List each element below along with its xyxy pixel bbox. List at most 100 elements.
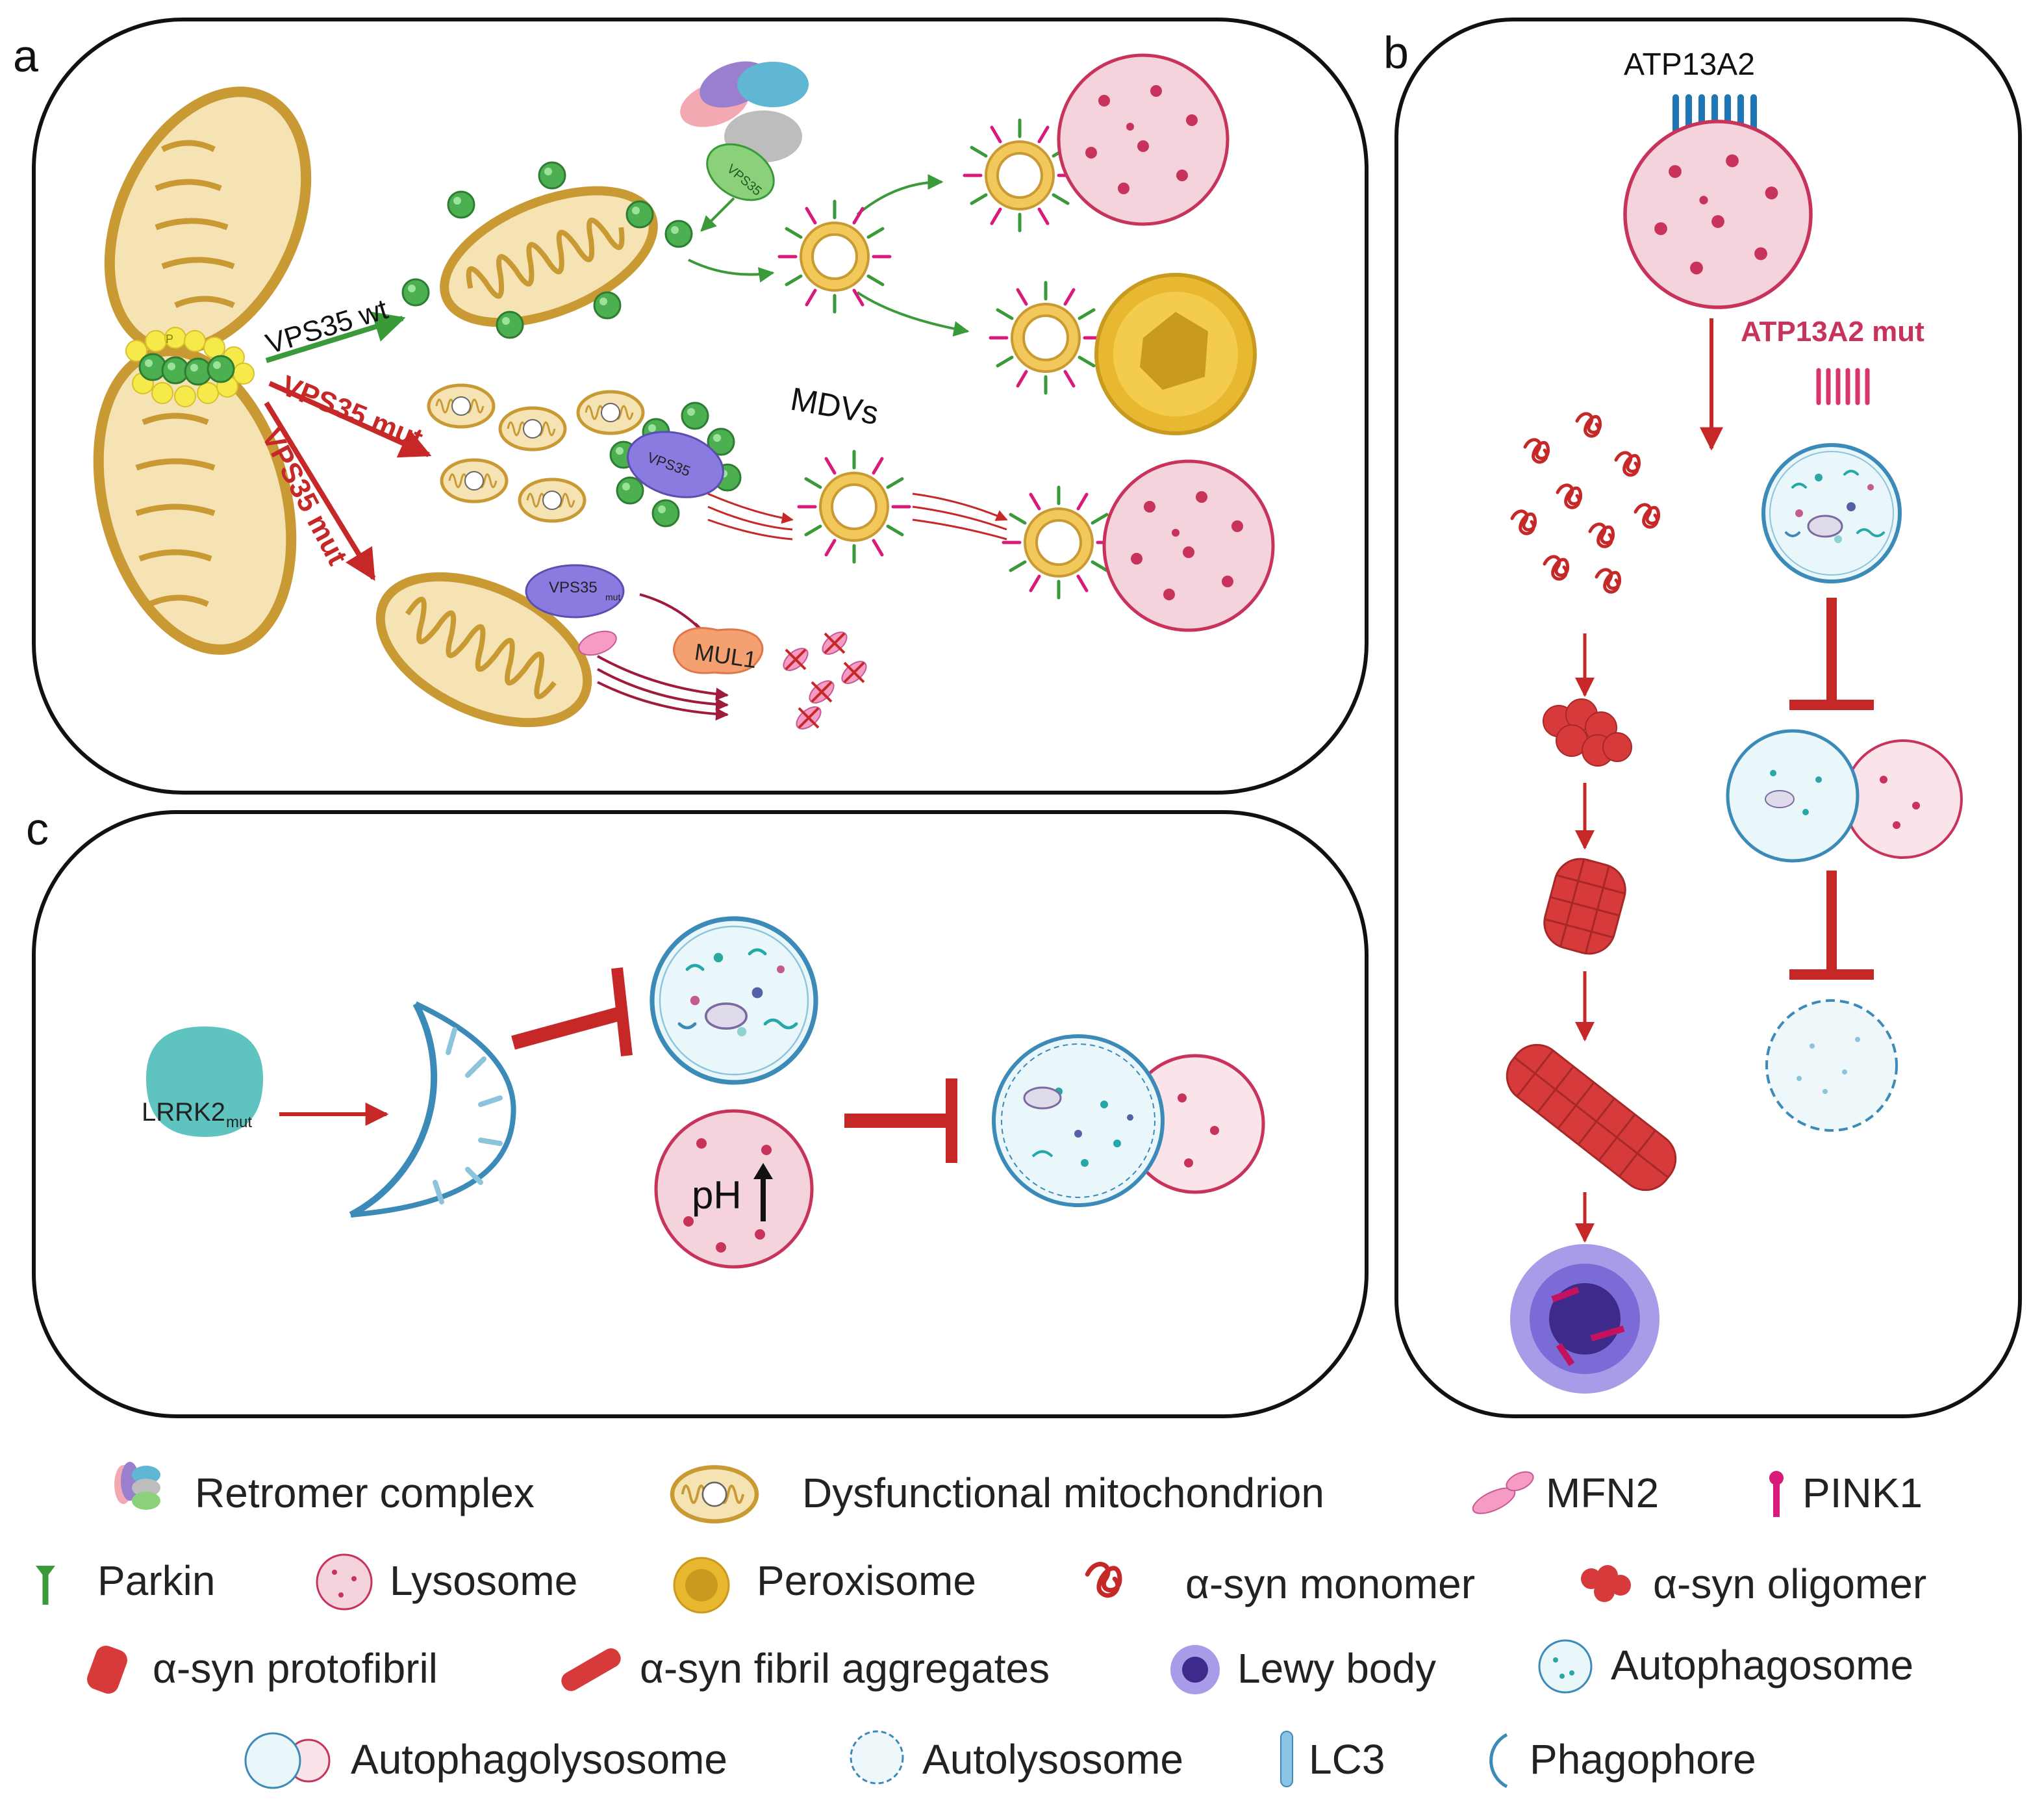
legend-retromer: Retromer complex [114, 1462, 535, 1516]
panel-b: b ATP13A2 ATP13A2 mut [1383, 18, 2022, 1418]
legend-label: LC3 [1309, 1736, 1385, 1783]
retromer-icon [114, 1462, 160, 1510]
legend-peroxisome: Peroxisome [673, 1557, 976, 1614]
inhibit-c1 [511, 967, 633, 1056]
arrow-mdv-to-lyso [856, 174, 944, 216]
vps35-mut-mul1: VPS35 mut [525, 564, 625, 618]
peroxisome-icon [673, 1557, 730, 1614]
autolysosome-b [1765, 999, 1898, 1132]
panel-c: c LRRK2 mut pH [26, 804, 1369, 1418]
legend-label: Lewy body [1237, 1645, 1436, 1692]
asyn-fibril [1506, 1043, 1677, 1192]
dysfunctional-mito-icon [672, 1467, 757, 1521]
mfn2-icon [1472, 1471, 1534, 1514]
legend: Retromer complex Dysfunctional mitochond… [36, 1462, 1926, 1789]
inhibit-c2 [844, 1078, 957, 1163]
legend-label: Peroxisome [757, 1557, 976, 1604]
panel-a-letter: a [13, 31, 38, 81]
ph-label: pH [692, 1173, 742, 1217]
parkin-icon [36, 1566, 55, 1605]
retromer-complex: VPS35 [680, 61, 809, 201]
legend-label: Autophagosome [1611, 1642, 1913, 1689]
arrows-to-mdv-mut [707, 492, 794, 541]
legend-dysfunctional-mito: Dysfunctional mitochondrion [672, 1467, 1324, 1521]
atp13a2-mut-transporter [1816, 368, 1870, 405]
asyn-oligomer [1543, 698, 1632, 767]
legend-label: α-syn protofibril [153, 1645, 438, 1692]
legend-autophagolysosome: Autophagolysosome [244, 1732, 727, 1789]
lysosome-top [1059, 55, 1228, 224]
atp13a2-mut-label: ATP13A2 mut [1741, 316, 1924, 348]
legend-autolysosome: Autolysosome [850, 1730, 1183, 1785]
lysosome-b [1625, 121, 1811, 307]
arrow-retromer-to-mito [700, 197, 735, 232]
legend-label: Phagophore [1530, 1736, 1756, 1783]
asyn-monomer-icon [1087, 1564, 1120, 1596]
legend-label: MFN2 [1546, 1470, 1659, 1516]
peroxisome [1094, 273, 1257, 435]
lewy-body [1510, 1244, 1659, 1394]
lrrk2-sub: mut [226, 1114, 252, 1131]
parent-mitochondrion: P [93, 86, 312, 655]
legend-asyn-fibril: α-syn fibril aggregates [561, 1645, 1050, 1692]
arrow-vps35-mut-2 [264, 401, 376, 581]
arrow-mdv-to-perox [856, 291, 970, 337]
inhibit-1 [1789, 598, 1874, 710]
lysosome-ph: pH [654, 1109, 814, 1269]
legend-phagophore: Phagophore [1489, 1733, 1756, 1789]
lewy-body-icon [1170, 1645, 1220, 1694]
legend-lewy-body: Lewy body [1170, 1645, 1436, 1694]
mitochondrion-mut [375, 572, 592, 728]
panel-c-letter: c [26, 804, 49, 854]
inhibit-2 [1789, 871, 1874, 980]
legend-label: Lysosome [390, 1557, 577, 1604]
legend-lc3: LC3 [1280, 1731, 1385, 1787]
panel-a: a P VPS35 [13, 18, 1369, 795]
asyn-oligomer-icon [1581, 1565, 1631, 1602]
asyn-protofibril-icon [87, 1646, 127, 1694]
legend-label: α-syn oligomer [1653, 1561, 1926, 1607]
autophagolysosome-icon [244, 1732, 331, 1789]
arrow-vps35-wt [265, 311, 406, 363]
arrows-mfn2 [597, 655, 729, 721]
lrrk2-mut: LRRK2 mut [142, 1026, 263, 1137]
vps35-mut-mul1-label: VPS35 [549, 579, 598, 596]
autophagolysosome-c [992, 1034, 1265, 1207]
legend-label: Parkin [97, 1557, 215, 1604]
legend-label: α-syn fibril aggregates [640, 1645, 1050, 1692]
legend-label: Dysfunctional mitochondrion [802, 1470, 1324, 1516]
legend-asyn-oligomer: α-syn oligomer [1581, 1561, 1926, 1607]
mul1-protein: MUL1 [673, 627, 764, 674]
legend-label: Autolysosome [922, 1736, 1183, 1783]
asyn-protofibril [1543, 858, 1626, 955]
pink1-icon [1769, 1471, 1784, 1517]
phospho-label: P [166, 333, 173, 346]
legend-label: α-syn monomer [1185, 1561, 1475, 1607]
legend-autophagosome: Autophagosome [1538, 1639, 1913, 1694]
lc3-icon [1280, 1731, 1293, 1787]
phagophore [349, 1001, 516, 1218]
autophagosome-c [652, 919, 816, 1082]
legend-label: PINK1 [1802, 1470, 1923, 1516]
autophagosome-icon [1538, 1639, 1593, 1694]
vps35-mut-drp1-complex: VPS35 [609, 402, 742, 528]
arrows-to-lyso-mut [912, 492, 1008, 541]
legend-label: Autophagolysosome [351, 1736, 727, 1783]
panel-b-letter: b [1383, 27, 1409, 78]
arrow-mito-to-mdv [688, 259, 775, 283]
legend-label: Retromer complex [195, 1470, 535, 1516]
mfn2-protein [578, 630, 617, 656]
legend-asyn-protofibril: α-syn protofibril [87, 1645, 438, 1694]
mfn2-degraded [783, 631, 867, 730]
legend-lysosome: Lysosome [316, 1553, 577, 1611]
lysosome-mut [1104, 461, 1273, 630]
legend-asyn-monomer: α-syn monomer [1087, 1561, 1475, 1607]
legend-mfn2: MFN2 [1472, 1470, 1659, 1516]
lrrk2-label: LRRK2 [142, 1098, 225, 1127]
autolysosome-icon [850, 1730, 904, 1785]
autophagolysosome-b [1726, 729, 1963, 863]
lysosome-icon [316, 1553, 373, 1611]
asyn-fibril-icon [561, 1648, 621, 1691]
drp1-ring-phospho: P [125, 327, 255, 407]
